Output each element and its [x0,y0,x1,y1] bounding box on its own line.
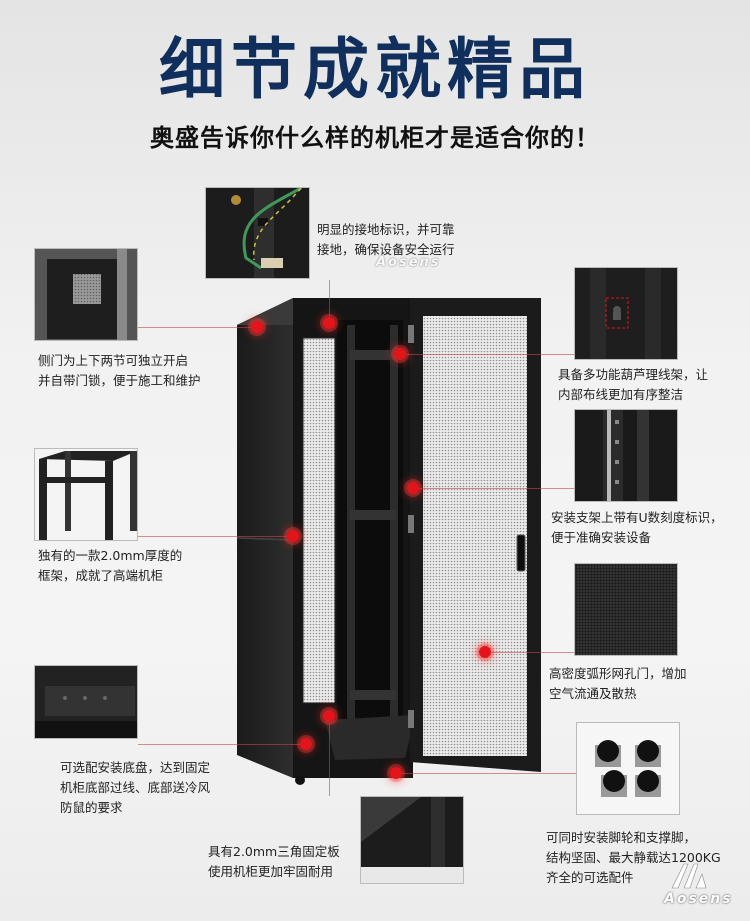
connector-line-side-door [138,327,258,328]
brand-watermark: Aosens [664,862,746,912]
marker-frame[interactable] [287,530,299,542]
grounding-wire-icon [231,188,302,278]
caption-triangle: 具有2.0mm三角固定板 使用机柜更加牢固耐用 [208,844,340,879]
brand-name: Aosens [664,891,733,907]
caption-base: 可选配安装底盘，达到固定 机柜底部过线、底部送冷风 防鼠的要求 [60,760,211,815]
page-title: 细节成就精品 [159,31,591,108]
marker-base[interactable] [300,738,312,750]
triangle-plate-icon [361,797,463,883]
connector-line-mesh-door [485,652,574,653]
caption-side-door: 侧门为上下两节可独立开启 并自带门锁，便于施工和维护 [38,353,201,388]
caption-cable-rack: 具备多功能葫芦理线架，让 内部布线更加有序整洁 [558,367,709,402]
marker-triangle[interactable] [323,710,335,722]
side-door-lock-icon [35,249,137,340]
marker-mesh-door[interactable] [479,646,491,658]
caption-frame: 独有的一款2.0mm厚度的 框架，成就了高端机柜 [38,548,183,583]
thumbnail-mesh-door [574,563,678,656]
caster-wheel-icon [595,740,661,797]
frame-structure-icon [39,451,137,540]
connector-line-u-scale [413,488,574,489]
connector-line-triangle [329,716,330,796]
marker-side-door[interactable] [251,321,263,333]
connector-line-frame [138,536,293,537]
marker-cable-rack[interactable] [394,348,406,360]
connector-line-grounding [329,280,330,322]
marker-grounding[interactable] [323,317,335,329]
connector-line-base [138,744,306,745]
thumbnail-side-door [34,248,138,341]
connector-line-cable-rack [400,354,574,355]
thumbnail-grounding [205,187,310,279]
thumbnail-u-scale [574,409,678,502]
watermark-logo-small: Aosens [376,255,441,270]
marker-casters[interactable] [390,767,402,779]
caption-mesh-door: 高密度弧形网孔门，增加 空气流通及散热 [549,666,687,701]
thumbnail-base [34,665,138,739]
caption-grounding: 明显的接地标识，并可靠 接地，确保设备安全运行 [317,222,455,257]
connector-line-casters [398,773,576,774]
thumbnail-cable-rack [574,267,678,360]
thumbnail-triangle [360,796,464,884]
thumbnail-frame [34,448,138,541]
brand-logo-icon [671,863,707,889]
cable-rack-icon [590,268,661,359]
server-cabinet-illustration [236,298,541,785]
thumbnail-casters [576,722,680,815]
caption-casters: 可同时安装脚轮和支撑脚， 结构坚固、最大静载达1200KG 齐全的可选配件 [546,830,721,885]
page-subtitle: 奥盛告诉你什么样的机柜才是适合你的！ [150,124,600,152]
u-scale-rail-icon [603,410,649,501]
marker-u-scale[interactable] [407,482,419,494]
caption-u-scale: 安装支架上带有U数刻度标识， 便于准确安装设备 [551,510,723,545]
base-tray-icon [35,666,137,738]
